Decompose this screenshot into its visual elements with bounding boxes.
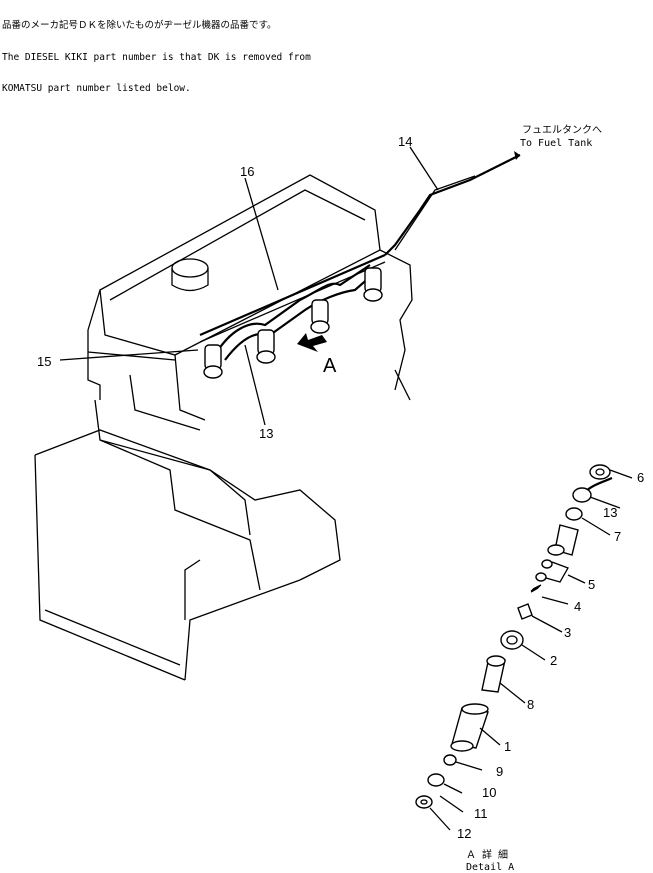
engine-block <box>34 174 413 681</box>
injector-assembly-on-engine <box>199 151 521 379</box>
part-12-seal <box>415 795 451 831</box>
callout-6: 6 <box>637 470 644 485</box>
part-8-nozzle <box>481 655 526 704</box>
callout-4: 4 <box>574 599 581 614</box>
callout-5: 5 <box>588 577 595 592</box>
part-6-nut <box>589 464 633 480</box>
engine-injector-3 <box>310 299 330 334</box>
injector-upper-body <box>547 524 579 556</box>
callout-8: 8 <box>527 697 534 712</box>
detail-a-label-jp: Ａ 詳 細 <box>466 848 508 861</box>
callout-7: 7 <box>614 529 621 544</box>
view-arrow-icon <box>297 333 327 352</box>
diesel-kiki-note: 品番のメーカ記号ＤＫを除いたものがヂーゼル機器の品番です。 The DIESEL… <box>2 0 311 105</box>
callout-15: 15 <box>37 354 51 369</box>
fuel-tank-label-jp: フュエルタンクへ <box>522 124 602 136</box>
engine-injector-4 <box>363 267 383 302</box>
callout-12: 12 <box>457 826 471 841</box>
part-3-seat <box>517 603 563 633</box>
engine-injector-1 <box>203 344 223 379</box>
part-2-distance-piece <box>500 630 546 661</box>
callout-3: 3 <box>564 625 571 640</box>
part-13-fitting <box>572 476 621 509</box>
part-5-shims <box>535 559 586 584</box>
fuel-tank-label-en: To Fuel Tank <box>520 138 592 149</box>
callout-2: 2 <box>550 653 557 668</box>
part-1-body <box>450 703 501 752</box>
callout-9: 9 <box>496 764 503 779</box>
diagram-labels: フュエルタンクへ To Fuel Tank A 14 16 15 13 6 13… <box>37 124 644 873</box>
part-10-gasket <box>427 773 463 794</box>
view-a-label: A <box>323 355 337 377</box>
callout-13-detail: 13 <box>603 505 617 520</box>
part-11-ring <box>439 795 464 813</box>
callout-16: 16 <box>240 164 254 179</box>
note-line-en-2: KOMATSU part number listed below. <box>2 83 191 94</box>
callout-1: 1 <box>504 739 511 754</box>
callout-14: 14 <box>398 134 412 149</box>
note-line-jp: 品番のメーカ記号ＤＫを除いたものがヂーゼル機器の品番です。 <box>2 20 277 31</box>
callout-11: 11 <box>474 806 488 821</box>
detail-a-parts <box>415 464 633 831</box>
callout-10: 10 <box>482 785 496 800</box>
engine-injector-2 <box>256 329 276 364</box>
part-4-spring <box>530 584 569 605</box>
part-7-adapter <box>565 507 611 536</box>
detail-a-label-en: Detail A <box>466 862 514 873</box>
engine-leaders <box>59 146 439 426</box>
part-9-washer <box>443 754 483 771</box>
note-line-en-1: The DIESEL KIKI part number is that DK i… <box>2 51 311 63</box>
callout-13-engine: 13 <box>259 426 273 441</box>
